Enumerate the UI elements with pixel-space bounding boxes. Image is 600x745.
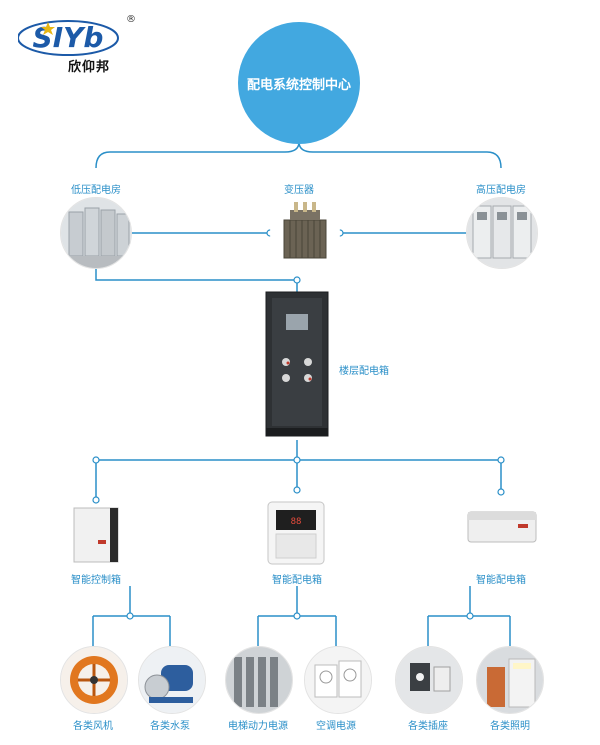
smart-control-box-label: 智能控制箱 — [71, 575, 121, 586]
transformer-label: 变压器 — [284, 185, 314, 196]
low-voltage-room-image — [60, 197, 132, 269]
socket-icon — [396, 647, 462, 713]
fan-label: 各类风机 — [73, 721, 113, 732]
floor-distribution-cabinet-image — [262, 290, 332, 440]
svg-text:SIYb: SIYb — [33, 21, 104, 54]
hv-switchgear-icon — [467, 198, 537, 268]
switchgear-icon — [61, 198, 131, 268]
high-voltage-room-image — [466, 197, 538, 269]
smart-distribution-box-2-label: 智能配电箱 — [476, 575, 526, 586]
escalator-icon — [226, 647, 292, 713]
ac-power-label: 空调电源 — [316, 721, 356, 732]
transformer-image — [270, 198, 340, 268]
registered-mark: ® — [126, 14, 136, 25]
socket-label: 各类插座 — [408, 721, 448, 732]
floor-cabinet-label: 楼层配电箱 — [339, 366, 389, 377]
control-box-icon — [73, 507, 119, 563]
high-voltage-room-label: 高压配电房 — [476, 185, 526, 196]
ac-power-image — [304, 646, 372, 714]
distribution-box-icon: 88 — [267, 501, 325, 565]
lighting-label: 各类照明 — [490, 721, 530, 732]
wall-box-icon — [467, 511, 537, 543]
lighting-image — [476, 646, 544, 714]
lighting-icon — [477, 647, 543, 713]
control-center-node: 配电系统控制中心 — [238, 22, 360, 144]
brand-name: 欣仰邦 — [68, 60, 111, 75]
pump-label: 各类水泵 — [150, 721, 190, 732]
low-voltage-room-label: 低压配电房 — [71, 185, 121, 196]
siyb-logo-icon: SIYb — [18, 20, 119, 56]
pump-icon — [139, 647, 205, 713]
transformer-icon — [283, 202, 327, 259]
smart-distribution-box-label: 智能配电箱 — [272, 575, 322, 586]
fan-icon — [61, 647, 127, 713]
brand-logo: SIYb ® 欣仰邦 — [14, 14, 136, 75]
fan-image — [60, 646, 128, 714]
smart-distribution-box-2-image — [466, 506, 538, 546]
elevator-power-label: 电梯动力电源 — [228, 721, 288, 732]
ac-unit-icon — [305, 647, 371, 713]
smart-control-box-image — [70, 504, 126, 564]
smart-distribution-box-image: 88 — [262, 498, 330, 566]
socket-image — [395, 646, 463, 714]
control-center-label: 配电系统控制中心 — [246, 77, 351, 93]
elevator-power-image — [225, 646, 293, 714]
svg-text:88: 88 — [291, 517, 302, 527]
pump-image — [138, 646, 206, 714]
cabinet-icon — [265, 291, 329, 437]
